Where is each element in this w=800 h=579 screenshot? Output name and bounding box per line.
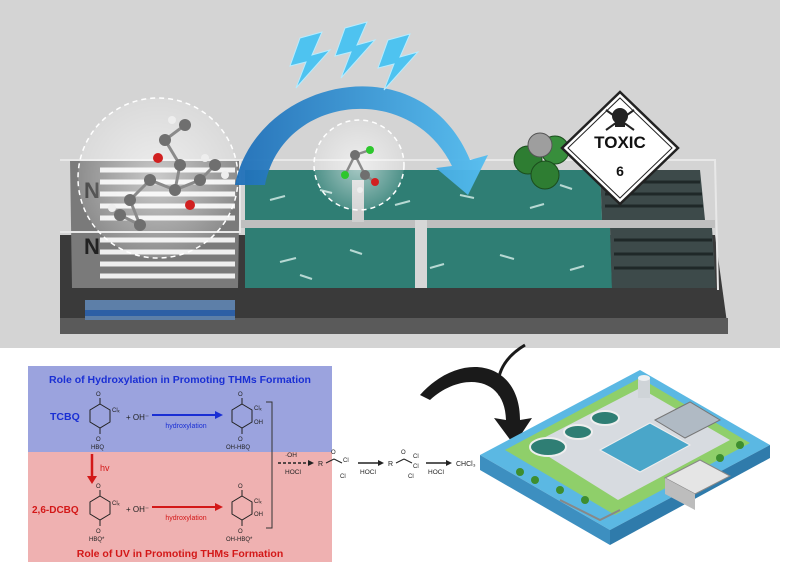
toxic-hazard-icon: TOXIC 6 (560, 90, 680, 206)
svg-text:N: N (84, 234, 100, 259)
hazard-title: TOXIC (594, 133, 646, 152)
curved-arrow-icon (235, 86, 488, 195)
lightning-icon (289, 21, 420, 91)
molecule-zoom-circle (77, 97, 239, 259)
treatment-tank-illustration: N N (60, 21, 728, 334)
hazard-number: 6 (616, 163, 624, 179)
red-panel-title: Role of UV in Promoting THMs Formation (76, 548, 284, 560)
uv-panel: Role of UV in Promoting THMs Formation (28, 452, 332, 562)
hydroxylation-panel: Role of Hydroxylation in Promoting THMs … (28, 366, 332, 452)
ester-molecule (108, 116, 229, 231)
blue-panel-title: Role of Hydroxylation in Promoting THMs … (49, 374, 311, 386)
thm-molecule (513, 132, 570, 190)
chlorinated-molecule (341, 146, 379, 193)
skull-icon (605, 108, 635, 131)
